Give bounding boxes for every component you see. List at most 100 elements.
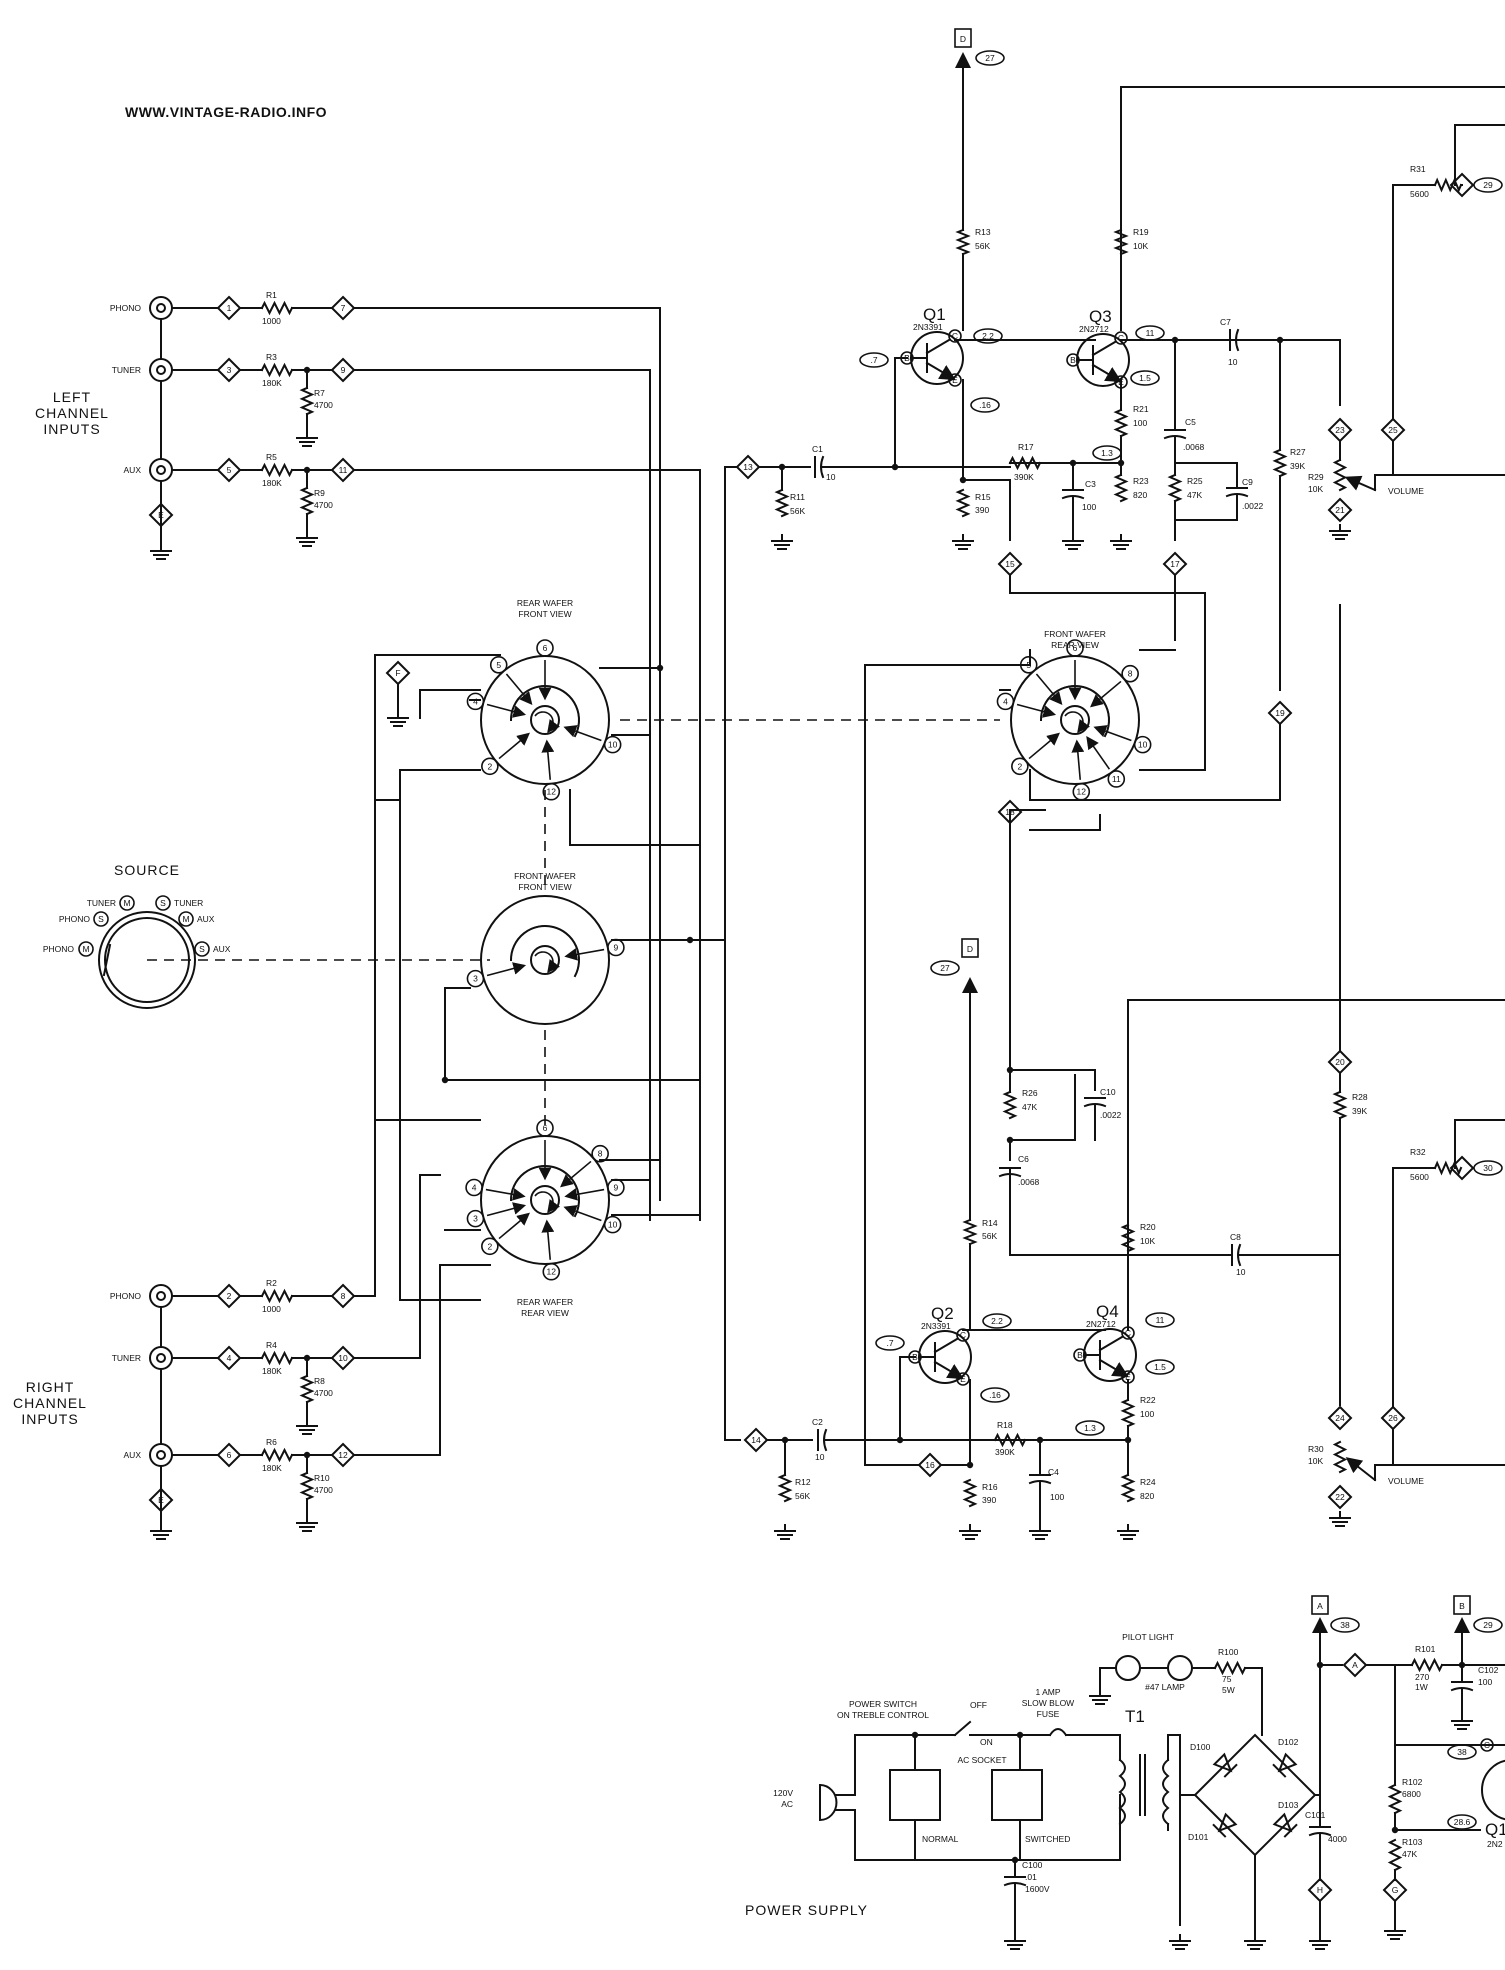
terminal-diamond	[1449, 172, 1475, 198]
terminal-label: 19	[1275, 708, 1285, 718]
res-ref: R12	[795, 1477, 811, 1487]
wire	[353, 1264, 491, 1456]
wiper-icon	[1345, 1457, 1377, 1482]
res-ref: R6	[266, 1437, 277, 1447]
q3-ref: Q3	[1089, 307, 1112, 326]
resistor	[774, 488, 790, 518]
terminal-diamond	[917, 1452, 943, 1478]
res-value: 56K	[975, 241, 990, 251]
res-value: 47K	[1402, 1849, 1417, 1859]
right-inputs-title: INPUTS	[21, 1411, 78, 1427]
cap-ref: C101	[1305, 1810, 1326, 1820]
rear-wafer-rear-view-terminal	[465, 1178, 483, 1197]
power-title: POWER SUPPLY	[745, 1902, 868, 1918]
res-ref: R9	[314, 488, 325, 498]
rear-wafer-front-view-contact	[541, 739, 555, 780]
left-jack-1-label: TUNER	[112, 365, 141, 375]
front-wafer-rear-view-terminal-label: 4	[1003, 696, 1008, 706]
wire	[1237, 339, 1341, 406]
voltage-oval	[1473, 177, 1503, 193]
res-ref: R15	[975, 492, 991, 502]
rear-wafer-rear-view-contact	[498, 1212, 530, 1240]
ac-socket-label: AC SOCKET	[957, 1755, 1006, 1765]
pin-e	[956, 1372, 970, 1386]
rear-wafer-rear-view-terminal-label: 9	[614, 1182, 619, 1192]
d-box-top-label: D	[960, 34, 966, 44]
capacitor-plate	[820, 455, 825, 479]
terminal-label: 13	[743, 462, 753, 472]
voltage-label: 2.2	[982, 331, 994, 341]
pin-b	[900, 351, 914, 365]
resistor	[260, 362, 294, 378]
rear-wafer-front-view-terminal-label: 2	[487, 761, 492, 771]
wire	[569, 789, 701, 846]
terminal-label: 22	[1335, 1492, 1345, 1502]
rear-wafer-rear-view-terminal	[542, 1262, 561, 1281]
voltage-oval	[980, 1387, 1010, 1403]
resistor	[1008, 455, 1042, 471]
rear-wafer-rear-view-terminal-label: 2	[487, 1241, 492, 1251]
terminal-label: 26	[1388, 1413, 1398, 1423]
res-ref: R26	[1022, 1088, 1038, 1098]
rear-wafer-front-view-terminal-label: 12	[547, 787, 557, 797]
res-ref: R8	[314, 1376, 325, 1386]
wire	[899, 1356, 916, 1441]
resistor	[1120, 1223, 1136, 1253]
a-diamond-label: A	[1352, 1660, 1358, 1670]
resistor	[1332, 458, 1348, 492]
wire	[1009, 809, 1046, 1071]
pin-label: C	[1484, 1740, 1490, 1750]
res-ref: R1	[266, 290, 277, 300]
res-ref: R14	[982, 1218, 998, 1228]
terminal-label: 18	[1005, 807, 1015, 817]
resistor	[260, 300, 294, 316]
rear-wafer-front-view-arrow	[534, 711, 560, 734]
volume-label: VOLUME	[1388, 486, 1424, 496]
res-ref: R32	[1410, 1147, 1426, 1157]
res-rating: 5W	[1222, 1685, 1235, 1695]
rear-wafer-rear-view-terminal	[603, 1215, 622, 1234]
rear-wafer-rear-view-terminal	[607, 1178, 625, 1197]
left-inputs-title: CHANNEL	[35, 405, 109, 421]
left-jack-2	[156, 465, 166, 475]
capacitor-plate	[1308, 1832, 1332, 1837]
left-jack-1	[149, 358, 173, 382]
resistor	[1272, 448, 1288, 478]
cap-ref: C100	[1022, 1860, 1043, 1870]
wire	[1009, 574, 1206, 771]
cap-rating: 1600V	[1025, 1884, 1050, 1894]
resistor	[1332, 1440, 1348, 1474]
rear-wafer-rear-view-terminal	[591, 1144, 609, 1163]
right-jack-0	[156, 1291, 166, 1301]
res-value: 820	[1133, 490, 1147, 500]
voltage-label: 2.2	[991, 1316, 1003, 1326]
resistor	[299, 1374, 315, 1404]
diode-icon	[1212, 1812, 1238, 1838]
wire	[1392, 184, 1436, 420]
wire	[399, 769, 481, 1301]
wafer-caption: FRONT VIEW	[518, 609, 571, 619]
pin-b	[1073, 1348, 1087, 1362]
res-value: 5600	[1410, 1172, 1429, 1182]
source-pos: TUNER	[87, 898, 116, 908]
pin-label: C	[1118, 333, 1124, 343]
front-wafer-rear-view-terminal	[996, 692, 1015, 711]
terminal-label: 4	[227, 1353, 232, 1363]
source-pos: M	[82, 944, 89, 954]
cap-ref: C7	[1220, 317, 1231, 327]
voltage-label: 29	[1483, 1620, 1493, 1630]
source-pointer	[102, 943, 112, 977]
rear-wafer-rear-view-shaft	[530, 1185, 560, 1215]
switched-label: SWITCHED	[1025, 1834, 1070, 1844]
pin-label: E	[1118, 377, 1124, 387]
source-pos: PHONO	[59, 914, 91, 924]
rear-wafer-front-view-terminal-label: 10	[608, 740, 618, 750]
res-ref: R16	[982, 1482, 998, 1492]
terminal-diamond	[1267, 700, 1293, 726]
wire	[1454, 124, 1505, 186]
res-ref: R22	[1140, 1395, 1156, 1405]
left-jack-0	[156, 303, 166, 313]
terminal-label: 11	[339, 465, 348, 475]
voltage-oval	[875, 1335, 905, 1351]
front-wafer-rear-view-terminal	[1019, 656, 1038, 674]
